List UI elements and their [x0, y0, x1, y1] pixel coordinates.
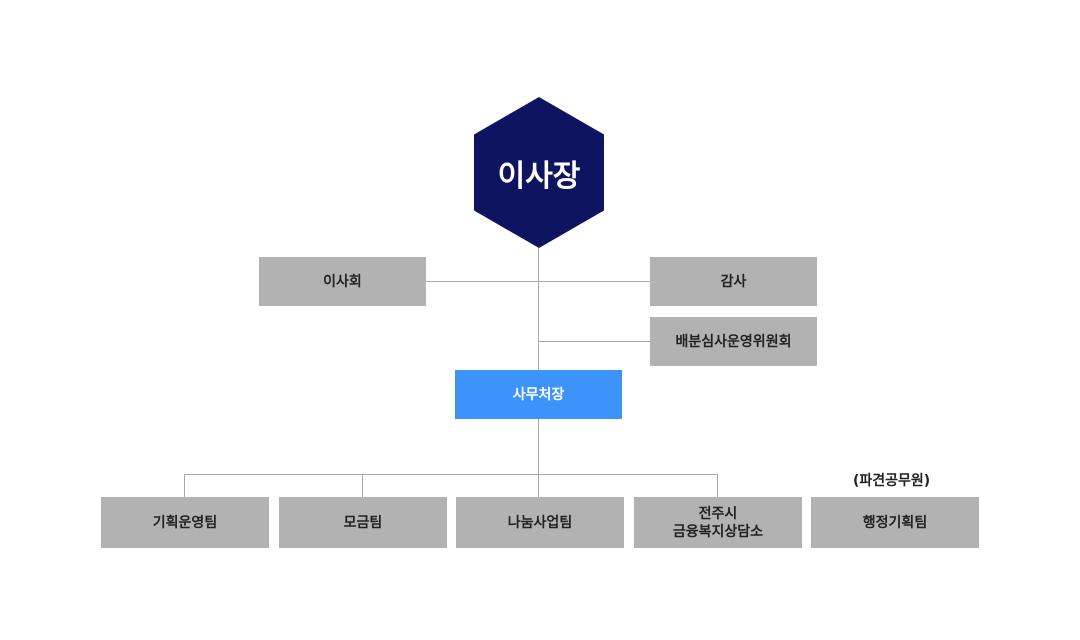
- connector-team-4: [717, 474, 718, 497]
- committee-label: 배분심사운영위원회: [675, 333, 792, 350]
- hexagon-shape: [474, 97, 604, 248]
- team-label: 기획운영팀: [152, 514, 218, 531]
- team-box-admin-planning[interactable]: 행정기획팀: [811, 497, 979, 548]
- team-label: 행정기획팀: [862, 514, 928, 531]
- board-label: 이사회: [323, 273, 362, 290]
- connector-team-1: [184, 474, 185, 497]
- team-label-line1: 전주시: [698, 505, 738, 522]
- audit-box[interactable]: 감사: [650, 257, 817, 306]
- connector-teams-horizontal: [184, 474, 718, 475]
- connector-secretariat-vertical: [538, 419, 539, 497]
- committee-box[interactable]: 배분심사운영위원회: [650, 317, 817, 366]
- secretariat-label: 사무처장: [512, 386, 565, 403]
- team-box-sharing[interactable]: 나눔사업팀: [456, 497, 624, 548]
- team-label: 모금팀: [343, 514, 383, 531]
- chairman-hexagon: [474, 97, 604, 248]
- connector-committee-horizontal: [538, 341, 650, 342]
- team-box-planning[interactable]: 기획운영팀: [101, 497, 269, 548]
- team-box-financial-welfare[interactable]: 전주시 금융복지상담소: [634, 497, 802, 548]
- board-box[interactable]: 이사회: [259, 257, 426, 306]
- dispatch-note: (파견공무원): [853, 473, 931, 489]
- team-label: 나눔사업팀: [507, 514, 573, 531]
- team-box-fundraising[interactable]: 모금팀: [279, 497, 447, 548]
- connector-main-vertical: [538, 247, 539, 370]
- chairman-label: 이사장: [497, 158, 581, 194]
- connector-board-audit-horizontal: [426, 281, 650, 282]
- team-label-line2: 금융복지상담소: [672, 523, 764, 540]
- secretariat-box[interactable]: 사무처장: [455, 370, 622, 419]
- connector-team-2: [362, 474, 363, 497]
- audit-label: 감사: [720, 273, 747, 290]
